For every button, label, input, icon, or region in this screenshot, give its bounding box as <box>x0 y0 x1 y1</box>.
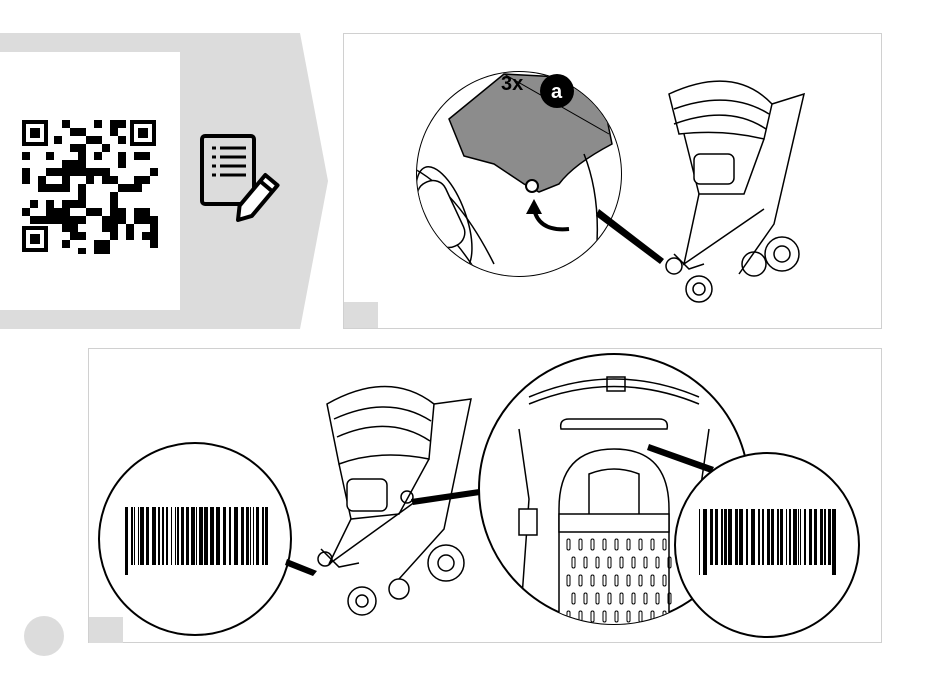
step-panel-serial-labels <box>88 348 882 643</box>
serial-label-illustration <box>89 349 881 642</box>
qr-code-icon[interactable] <box>20 118 158 254</box>
page-corner-tab-bottom <box>89 617 123 643</box>
count-label: 3x <box>501 73 523 95</box>
page-number-dot <box>24 616 64 656</box>
stroller-illustration <box>318 387 471 616</box>
step-panel-attach-fabric: 3x a <box>343 33 882 329</box>
stroller-attach-illustration: 3x a <box>344 34 881 328</box>
stroller-icon-small <box>666 81 804 302</box>
notepad-pencil-icon <box>198 132 288 232</box>
qr-code-card <box>0 52 180 310</box>
page-corner-tab <box>344 302 378 328</box>
barcode-icon-left <box>125 507 268 575</box>
step-badge-letter: a <box>551 81 563 103</box>
